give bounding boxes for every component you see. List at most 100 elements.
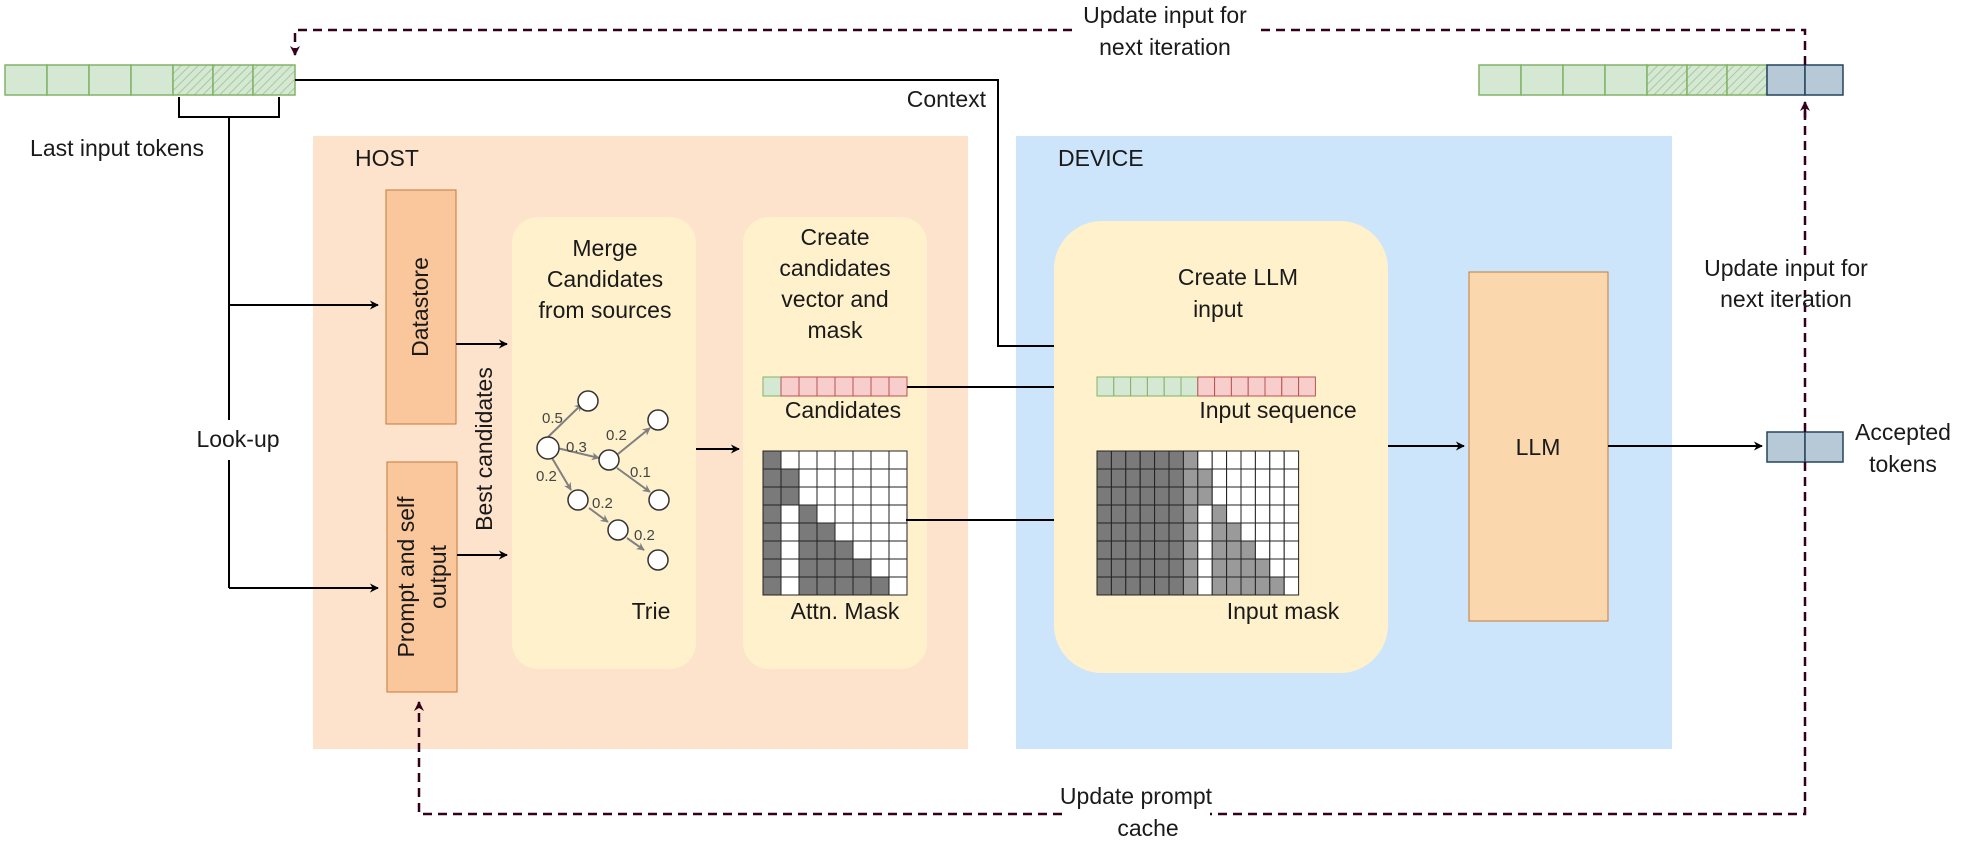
accepted-label-1: Accepted — [1855, 419, 1951, 445]
input-mask-cell — [1097, 541, 1111, 559]
input-sequence-label: Input sequence — [1199, 397, 1356, 423]
attn-mask-cell — [853, 451, 871, 469]
attn-mask-cell — [799, 451, 817, 469]
input-mask-cell — [1227, 559, 1241, 577]
input-mask-cell — [1111, 487, 1125, 505]
input-mask-cell — [1284, 541, 1298, 559]
input-mask-cell — [1169, 487, 1183, 505]
attn-mask-cell — [781, 577, 799, 595]
input-mask-cell — [1169, 505, 1183, 523]
attn-mask-cell — [871, 451, 889, 469]
input-mask-cell — [1126, 469, 1140, 487]
trie-edge-label: 0.1 — [630, 464, 651, 481]
attn-mask-cell — [889, 505, 907, 523]
trie-edge-label: 0.2 — [606, 427, 627, 444]
input-mask-cell — [1270, 469, 1284, 487]
input-mask-cell — [1111, 577, 1125, 595]
attn-mask-cell — [889, 577, 907, 595]
attn-mask-cell — [871, 469, 889, 487]
input-mask-cell — [1183, 559, 1197, 577]
prompt-self-label-2: output — [425, 544, 451, 609]
input-mask-cell — [1140, 541, 1154, 559]
input-mask-label: Input mask — [1227, 598, 1340, 624]
attn-mask-cell — [835, 451, 853, 469]
input-token-cell — [1215, 377, 1232, 396]
attn-mask-cell — [781, 505, 799, 523]
input-mask-cell — [1198, 451, 1212, 469]
input-token-cell — [1131, 377, 1148, 396]
input-mask-cell — [1212, 577, 1226, 595]
input-mask-cell — [1270, 577, 1284, 595]
input-mask-cell — [1126, 451, 1140, 469]
attn-mask-cell — [889, 451, 907, 469]
input-mask-cell — [1111, 559, 1125, 577]
llm-label: LLM — [1516, 434, 1561, 460]
create-cand-title-1: Create — [800, 224, 869, 250]
attn-mask-cell — [853, 523, 871, 541]
input-mask-cell — [1155, 523, 1169, 541]
input-mask-cell — [1227, 505, 1241, 523]
input-mask-cell — [1227, 487, 1241, 505]
attn-mask-cell — [817, 559, 835, 577]
input-mask-cell — [1241, 469, 1255, 487]
attn-mask-cell — [799, 541, 817, 559]
attn-mask-cell — [781, 451, 799, 469]
input-mask-cell — [1111, 505, 1125, 523]
attn-mask-cell — [817, 577, 835, 595]
input-token-cell — [1114, 377, 1131, 396]
input-mask-cell — [1198, 559, 1212, 577]
input-mask-cell — [1255, 523, 1269, 541]
input-mask-cell — [1212, 559, 1226, 577]
candidates-vector — [763, 377, 907, 396]
input-mask-cell — [1111, 469, 1125, 487]
input-mask-cell — [1198, 577, 1212, 595]
input-mask-cell — [1270, 505, 1284, 523]
attn-mask-cell — [781, 523, 799, 541]
input-mask-cell — [1155, 559, 1169, 577]
accepted-label-2: tokens — [1869, 451, 1937, 477]
update-input-right-label-1: Update input for — [1704, 255, 1868, 281]
attn-mask-cell — [889, 487, 907, 505]
attn-mask-cell — [763, 541, 781, 559]
input-mask-cell — [1155, 541, 1169, 559]
input-mask-cell — [1198, 541, 1212, 559]
trie-edge-label: 0.2 — [592, 495, 613, 512]
input-token-cell — [1231, 377, 1248, 396]
input-mask-cell — [1140, 451, 1154, 469]
input-mask-cell — [1212, 487, 1226, 505]
input-mask-grid — [1097, 451, 1299, 595]
create-cand-title-4: mask — [808, 317, 863, 343]
create-cand-title-3: vector and — [781, 286, 888, 312]
update-input-top-label-2: next iteration — [1099, 34, 1231, 60]
attn-mask-cell — [835, 541, 853, 559]
input-mask-cell — [1284, 577, 1298, 595]
input-mask-cell — [1183, 487, 1197, 505]
attn-mask-cell — [889, 559, 907, 577]
input-mask-cell — [1155, 505, 1169, 523]
attn-mask-cell — [835, 505, 853, 523]
attn-mask-cell — [889, 523, 907, 541]
input-mask-cell — [1212, 469, 1226, 487]
input-mask-cell — [1097, 523, 1111, 541]
input-mask-cell — [1198, 505, 1212, 523]
input-mask-cell — [1255, 541, 1269, 559]
input-mask-cell — [1241, 487, 1255, 505]
datastore-label: Datastore — [407, 257, 433, 357]
input-mask-cell — [1255, 469, 1269, 487]
input-mask-cell — [1111, 541, 1125, 559]
input-mask-cell — [1227, 451, 1241, 469]
input-mask-cell — [1198, 487, 1212, 505]
input-mask-cell — [1284, 559, 1298, 577]
attn-mask-cell — [853, 577, 871, 595]
create-llm-title-1: Create LLM — [1178, 264, 1298, 290]
input-token-cell — [1282, 377, 1299, 396]
input-mask-cell — [1169, 541, 1183, 559]
input-mask-cell — [1255, 451, 1269, 469]
input-mask-cell — [1270, 487, 1284, 505]
attn-mask-label: Attn. Mask — [791, 598, 900, 624]
candidate-token-cell — [817, 377, 835, 396]
input-mask-cell — [1284, 487, 1298, 505]
input-mask-cell — [1140, 523, 1154, 541]
attn-mask-cell — [781, 487, 799, 505]
attn-mask-cell — [817, 541, 835, 559]
